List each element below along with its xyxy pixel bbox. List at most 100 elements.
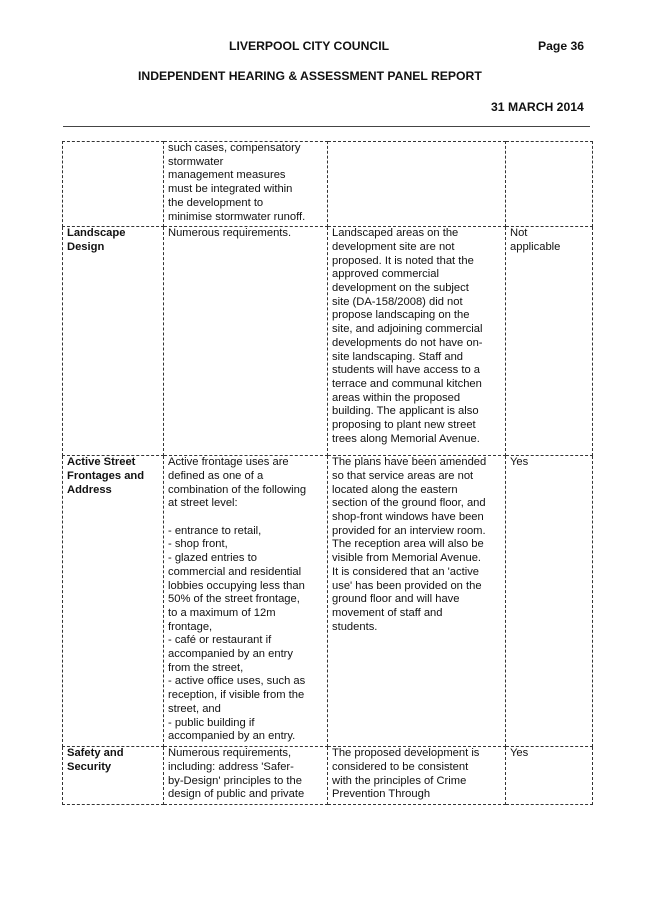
cell-line: accompanied by an entry xyxy=(168,648,294,661)
cell-line: building. The applicant is also xyxy=(332,405,479,418)
cell-line: section of the ground floor, and xyxy=(332,497,486,510)
cell-line: - shop front, xyxy=(168,538,228,551)
cell-line: so that service areas are not xyxy=(332,469,474,482)
control-cell xyxy=(62,140,164,228)
page-number: Page 36 xyxy=(538,39,585,53)
cell-line: - public building if xyxy=(168,716,255,729)
complies-cell: Yes xyxy=(505,455,593,748)
cell-line: movement of staff and xyxy=(332,606,443,619)
cell-line: accompanied by an entry. xyxy=(168,730,296,743)
cell-line: terrace and communal kitchen xyxy=(332,377,482,390)
cell-line: site, and adjoining commercial xyxy=(332,323,483,336)
cell-line: use' has been provided on the xyxy=(332,579,482,592)
cell-line: applicable xyxy=(510,240,561,253)
cell-line: It is considered that an 'active xyxy=(332,565,480,578)
cell-line: Yes xyxy=(510,456,529,469)
cell-line: including: address 'Safer- xyxy=(168,760,294,773)
cell-line: propose landscaping on the xyxy=(332,309,470,322)
report-date: 31 MARCH 2014 xyxy=(491,100,584,114)
cell-line: Frontages and xyxy=(67,469,145,482)
cell-line: site (DA-158/2008) did not xyxy=(332,295,463,308)
cell-line: lobbies occupying less than xyxy=(168,579,305,592)
cell-line: proposed. It is noted that the xyxy=(332,254,474,267)
cell-line: located along the eastern xyxy=(332,483,458,496)
report-title: INDEPENDENT HEARING & ASSESSMENT PANEL R… xyxy=(138,69,482,83)
cell-line: design of public and private xyxy=(168,788,305,801)
cell-line: combination of the following xyxy=(168,483,307,496)
cell-line: - café or restaurant if xyxy=(168,634,272,647)
cell-line: from the street, xyxy=(168,661,244,674)
cell-line: developments do not have on- xyxy=(332,336,483,349)
cell-line: development on the subject xyxy=(332,282,469,295)
cell-line: the development to xyxy=(168,196,264,209)
cell-line: shop-front windows have been xyxy=(332,511,484,524)
proposal-cell xyxy=(327,140,506,228)
cell-line: considered to be consistent xyxy=(332,760,469,773)
cell-line: site landscaping. Staff and xyxy=(332,350,464,363)
cell-line: approved commercial xyxy=(332,268,439,281)
cell-line: The reception area will also be xyxy=(332,538,484,551)
cell-line: street, and xyxy=(168,702,221,715)
cell-line: ground floor and will have xyxy=(332,593,460,606)
cell-line: at street level: xyxy=(168,497,238,510)
cell-line: students. xyxy=(332,620,378,633)
cell-line: The plans have been amended xyxy=(332,456,487,469)
cell-line: development site are not xyxy=(332,240,455,253)
cell-line: students will have access to a xyxy=(332,364,480,377)
cell-line: - entrance to retail, xyxy=(168,524,262,537)
cell-line: with the principles of Crime xyxy=(332,774,467,787)
cell-line: Active frontage uses are xyxy=(168,456,289,469)
cell-line: Not xyxy=(510,227,528,240)
cell-line: visible from Memorial Avenue. xyxy=(332,552,482,565)
cell-line: by-Design' principles to the xyxy=(168,774,302,787)
cell-line: Numerous requirements, xyxy=(168,747,292,760)
cell-line: defined as one of a xyxy=(168,469,264,482)
cell-line: reception, if visible from the xyxy=(168,689,305,702)
cell-line: provided for an interview room. xyxy=(332,524,486,537)
cell-line: Design xyxy=(67,240,105,253)
cell-line: frontage, xyxy=(168,620,213,633)
cell-line: commercial and residential xyxy=(168,565,302,578)
council-name: LIVERPOOL CITY COUNCIL xyxy=(229,39,390,53)
requirement-cell: Numerous requirements. xyxy=(163,226,328,457)
cell-line: stormwater xyxy=(168,155,224,168)
cell-line: - active office uses, such as xyxy=(168,675,306,688)
cell-line: - glazed entries to xyxy=(168,552,257,565)
cell-line: such cases, compensatory xyxy=(168,142,301,154)
cell-line: Numerous requirements. xyxy=(168,227,292,240)
cell-line: areas within the proposed xyxy=(332,391,461,404)
cell-line: to a maximum of 12m xyxy=(168,606,276,619)
cell-line: The proposed development is xyxy=(332,747,480,760)
cell-line: trees along Memorial Avenue. xyxy=(332,432,480,445)
cell-line xyxy=(168,511,324,525)
cell-line: Address xyxy=(67,483,112,496)
cell-line: Yes xyxy=(510,747,529,760)
cell-line: Security xyxy=(67,760,112,773)
complies-cell xyxy=(505,140,593,228)
cell-line: Landscaped areas on the xyxy=(332,227,459,240)
cell-line: must be integrated within xyxy=(168,183,293,196)
header-rule xyxy=(63,126,590,127)
cell-line: minimise stormwater runoff. xyxy=(168,210,306,223)
cell-line: Safety and xyxy=(67,747,124,760)
cell-line: 50% of the street frontage, xyxy=(168,593,300,606)
cell-line: Landscape xyxy=(67,227,126,240)
cell-line: Prevention Through xyxy=(332,788,431,801)
complies-cell: Yes xyxy=(505,746,593,806)
cell-line: Active Street xyxy=(67,456,136,469)
requirement-cell: Numerous requirements,including: address… xyxy=(163,746,328,806)
